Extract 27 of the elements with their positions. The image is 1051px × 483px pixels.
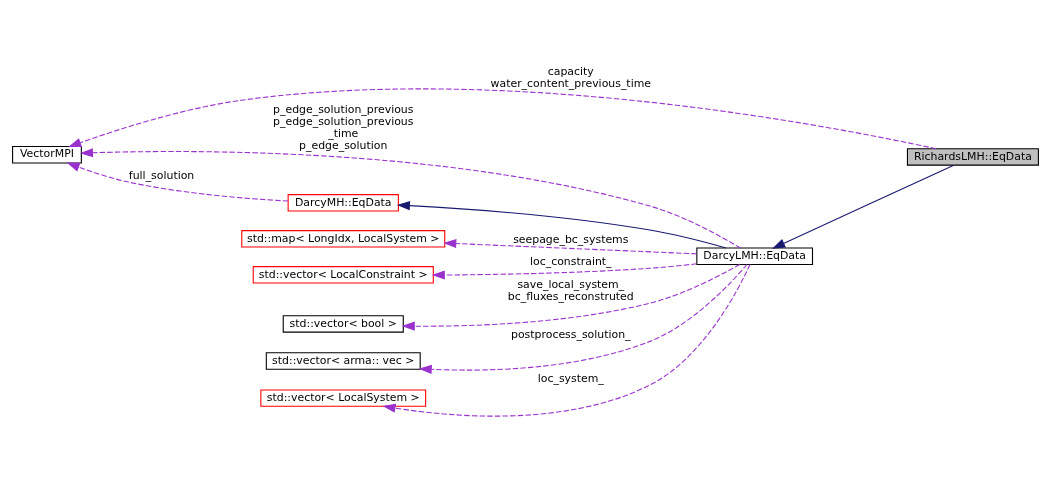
node-box: std::vector< LocalConstraint > <box>252 266 434 284</box>
arrow <box>79 148 741 249</box>
arrow <box>396 201 727 249</box>
arrow <box>66 162 289 202</box>
arrow <box>418 263 748 374</box>
arrow <box>68 88 937 150</box>
node-box: std::vector< bool > <box>282 315 404 333</box>
node-box: DarcyLMH::EqData <box>696 247 814 265</box>
node-box: DarcyMH::EqData <box>287 194 399 212</box>
node-box: std::vector< arma:: vec > <box>265 352 421 370</box>
node-box: VectorMPI <box>12 146 82 164</box>
edge-label: p_edge_solution_previous p_edge_solution_previous _time p_edge_solution <box>273 103 414 153</box>
edge-label: capacity water_content_previous_time <box>490 65 652 91</box>
edge-label: seepage_bc_systems <box>513 233 629 247</box>
arrow <box>772 164 955 249</box>
edge-label: full_solution <box>128 168 195 182</box>
node-box: std::map< LongIdx, LocalSystem > <box>241 230 446 248</box>
edge-label: loc_constraint_ <box>530 254 612 268</box>
arrow <box>382 264 751 417</box>
node-box: RichardsLMH::EqData <box>906 148 1039 166</box>
arrow <box>443 239 698 255</box>
arrow <box>401 263 741 331</box>
edge-label: save_local_system_ bc_fluxes_reconstruted <box>507 277 634 303</box>
node-box: std::vector< LocalSystem > <box>260 389 427 407</box>
arrow <box>431 263 698 280</box>
edge-label: postprocess_solution_ <box>511 328 631 342</box>
edge-label: loc_system_ <box>537 371 604 385</box>
